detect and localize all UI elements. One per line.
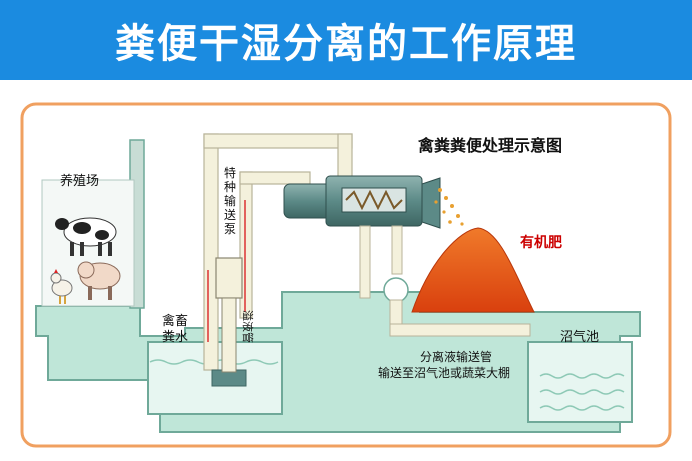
fertilizer-pile [411,227,535,313]
pump-label-char: 泵 [224,222,237,236]
pump-body [215,257,243,299]
pump-label-char: 输 [224,194,237,208]
falling-granules [434,188,464,226]
biogas-tank-label: 沼气池 [560,330,600,345]
liquid-destination-label: 输送至沼气池或蔬菜大棚 [378,366,511,380]
header-banner: 粪便干湿分离的工作原理 [0,0,692,80]
overflow-pipe-top [239,171,311,185]
page-title: 粪便干湿分离的工作原理 [115,21,577,67]
separator-machine [283,175,531,337]
return-pipe-label: 溢液管 [241,310,254,343]
biogas-tank [527,341,633,423]
pump-label-char: 种 [224,180,237,194]
tank-water-wave-2 [539,389,625,395]
manure-water-label-1: 禽畜 [162,314,189,329]
pump-feed-pipe [203,133,219,371]
pump-label: 特 种 输 送 泵 [224,166,236,236]
diagram-title: 禽粪粪便处理示意图 [418,136,563,155]
liquid-pipe-label: 分离液输送管 [420,350,493,364]
pig-icon [77,261,121,300]
pump-label-char: 特 [224,166,237,180]
fertilizer-label: 有机肥 [520,235,562,251]
chicken-icon [50,269,73,304]
tank-water-wave-1 [539,373,625,379]
diagram: 禽粪粪便处理示意图 养殖场 禽畜 粪水 特 种 输 送 泵 溢液管 有机肥 沼气… [0,80,692,457]
pump-label-char: 送 [224,208,237,222]
tank-water-wave-3 [539,405,625,411]
farm-label: 养殖场 [60,174,100,189]
pump-top-pipe [203,133,353,149]
manure-water-label-2: 粪水 [162,330,189,345]
pump-shaft [221,297,237,373]
diagram-canvas [20,102,672,448]
cow-icon [55,217,117,256]
